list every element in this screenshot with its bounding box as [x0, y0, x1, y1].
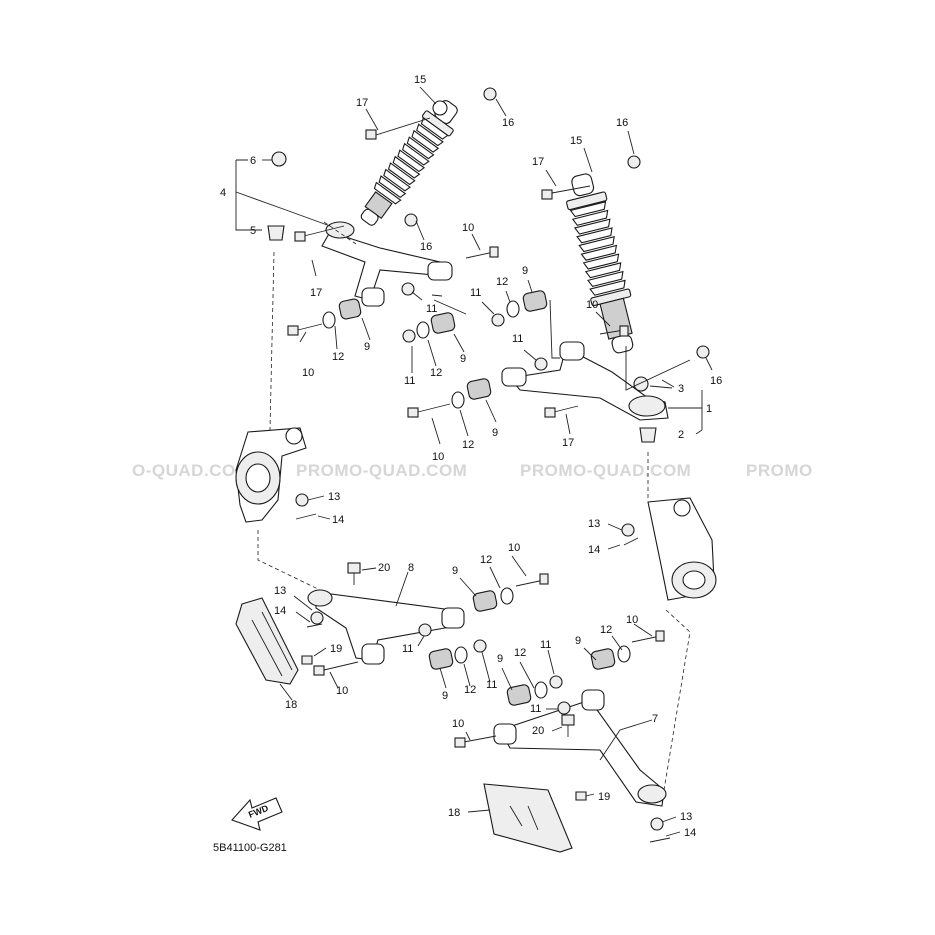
lower-left-arm — [307, 589, 465, 665]
callout-11: 11 — [404, 375, 415, 387]
callout-12: 12 — [430, 367, 442, 379]
callout-12: 12 — [332, 351, 344, 363]
callout-13: 13 — [274, 585, 286, 597]
callout-14: 14 — [332, 514, 344, 526]
callout-17: 17 — [532, 156, 544, 168]
callout-1: 1 — [706, 403, 712, 415]
callout-10: 10 — [508, 542, 520, 554]
callout-9: 9 — [442, 690, 448, 702]
callout-11: 11 — [530, 703, 541, 715]
callout-20: 20 — [532, 725, 544, 737]
right-steering-knuckle — [647, 497, 717, 601]
callout-19: 19 — [330, 643, 342, 655]
callout-9: 9 — [522, 265, 528, 277]
callout-16: 16 — [710, 375, 722, 387]
callout-11: 11 — [426, 303, 437, 315]
callout-15: 15 — [414, 74, 426, 86]
callout-2: 2 — [678, 429, 684, 441]
center-lines — [257, 221, 691, 791]
watermark-text: PROMO-QUAD.COM — [520, 461, 691, 480]
callout-18: 18 — [448, 807, 460, 819]
callout-12: 12 — [480, 554, 492, 566]
left-arm-guard — [235, 597, 299, 685]
callout-9: 9 — [460, 353, 466, 365]
callout-9: 9 — [575, 635, 581, 647]
callout-16: 16 — [420, 241, 432, 253]
callout-9: 9 — [497, 653, 503, 665]
callout-20: 20 — [378, 562, 390, 574]
callout-3: 3 — [678, 383, 684, 395]
lower-right-arm — [493, 689, 667, 807]
watermark-text: PROMO-QUAD.COM — [296, 461, 467, 480]
callout-14: 14 — [684, 827, 696, 839]
callout-19: 19 — [598, 791, 610, 803]
callout-12: 12 — [514, 647, 526, 659]
callout-11: 11 — [470, 287, 481, 299]
callout-13: 13 — [588, 518, 600, 530]
callout-4: 4 — [220, 187, 226, 199]
callout-13: 13 — [680, 811, 692, 823]
callout-11: 11 — [402, 643, 413, 655]
fwd-arrow: FWD — [231, 797, 283, 831]
callout-6: 6 — [250, 155, 256, 167]
upper-left-arm — [321, 221, 453, 307]
callout-12: 12 — [496, 276, 508, 288]
callout-11: 11 — [512, 333, 523, 345]
callout-17: 17 — [356, 97, 368, 109]
callout-12: 12 — [462, 439, 474, 451]
callout-8: 8 — [408, 562, 414, 574]
callout-17: 17 — [310, 287, 322, 299]
watermark-band: O-QUAD.COM PROMO-QUAD.COM PROMO-QUAD.COM… — [132, 461, 813, 480]
callout-10: 10 — [432, 451, 444, 463]
leader-lines — [235, 86, 713, 837]
callout-11: 11 — [540, 639, 551, 651]
callout-10: 10 — [586, 299, 598, 311]
callout-13: 13 — [328, 491, 340, 503]
callout-16: 16 — [502, 117, 514, 129]
callout-10: 10 — [462, 222, 474, 234]
callout-10: 10 — [336, 685, 348, 697]
callout-labels: 15 17 16 6 4 5 16 10 17 12 9 11 10 12 9 … — [220, 74, 722, 839]
watermark-text: O-QUAD.COM — [132, 461, 250, 480]
hardware-set — [267, 87, 710, 843]
callout-9: 9 — [364, 341, 370, 353]
callout-12: 12 — [600, 624, 612, 636]
callout-16: 16 — [616, 117, 628, 129]
callout-14: 14 — [274, 605, 286, 617]
callout-15: 15 — [570, 135, 582, 147]
callout-10: 10 — [452, 718, 464, 730]
callout-17: 17 — [562, 437, 574, 449]
callout-18: 18 — [285, 699, 297, 711]
callout-9: 9 — [492, 427, 498, 439]
callout-7: 7 — [652, 713, 658, 725]
callout-11: 11 — [486, 679, 497, 691]
callout-12: 12 — [464, 684, 476, 696]
callout-14: 14 — [588, 544, 600, 556]
callout-5: 5 — [250, 225, 256, 237]
callout-9: 9 — [452, 565, 458, 577]
left-steering-knuckle — [235, 427, 307, 523]
watermark-text: PROMO — [746, 461, 813, 480]
callout-10: 10 — [626, 614, 638, 626]
right-shock-absorber — [566, 173, 634, 354]
left-shock-absorber — [360, 100, 458, 226]
diagram-code: 5B41100-G281 — [213, 842, 287, 854]
right-arm-guard — [483, 783, 573, 853]
callout-10: 10 — [302, 367, 314, 379]
